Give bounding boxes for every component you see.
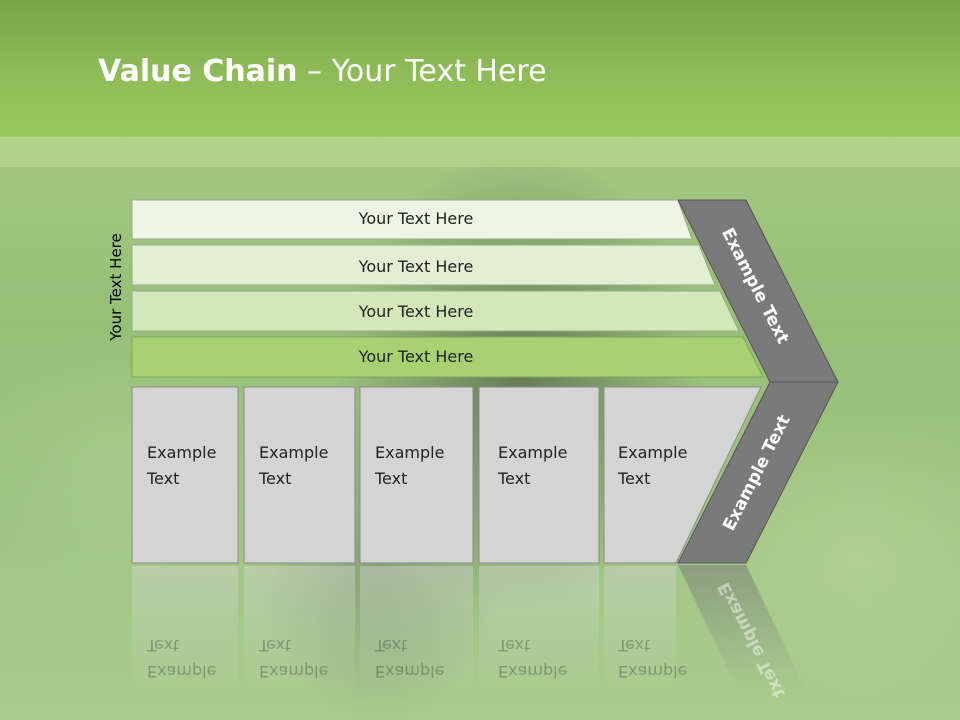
box-1-reflection (132, 566, 238, 696)
box-1-reflection-text: Example Text (147, 632, 216, 684)
box-3-reflection (360, 566, 473, 696)
box-3-line1: Example (375, 443, 445, 462)
box-3-reflection-text: Example Text (375, 632, 444, 684)
row-1-label: Your Text Here (358, 209, 474, 228)
box-4-reflection-line1: Example (498, 662, 568, 681)
box-2-reflection-line1: Example (259, 662, 329, 681)
box-5-shape (603, 386, 762, 564)
row-4-shape (131, 336, 764, 378)
chevron-reflection (678, 565, 806, 690)
title-bar (0, 0, 960, 137)
box-4-line2: Text (498, 469, 531, 488)
title-bar-strip (0, 137, 960, 167)
box-5-reflection-line1: Example (618, 662, 688, 681)
box-4-line1: Example (498, 443, 568, 462)
box-5-reflection (604, 566, 676, 696)
box-2-line1: Example (259, 443, 329, 462)
row-2-shape (131, 244, 716, 286)
box-3-shape (359, 386, 474, 564)
page-title-bold: Value Chain (98, 54, 298, 89)
box-4-reflection (479, 566, 599, 696)
box-5-line2: Text (618, 469, 651, 488)
box-5-text: Example Text (618, 440, 687, 492)
chevron-lower (677, 381, 839, 564)
box-2-reflection (244, 566, 355, 696)
box-3-reflection-line2: Text (375, 636, 408, 655)
box-1-shape (131, 386, 239, 564)
box-4-text: Example Text (498, 440, 567, 492)
box-1-text: Example Text (147, 440, 216, 492)
box-4-reflection-text: Example Text (498, 632, 567, 684)
box-2-text: Example Text (259, 440, 328, 492)
box-5-reflection-line2: Text (618, 636, 651, 655)
page-title-dash: – (297, 54, 332, 89)
box-1-reflection-line1: Example (147, 662, 217, 681)
box-4-reflection-line2: Text (498, 636, 531, 655)
box-3-reflection-line1: Example (375, 662, 445, 681)
box-1-reflection-line2: Text (147, 636, 180, 655)
box-5-line1: Example (618, 443, 688, 462)
box-1-line1: Example (147, 443, 217, 462)
box-2-reflection-text: Example Text (259, 632, 328, 684)
row-2-label: Your Text Here (358, 257, 474, 276)
page-title-rest: Your Text Here (331, 54, 547, 89)
box-2-reflection-line2: Text (259, 636, 292, 655)
row-3-label: Your Text Here (358, 302, 474, 321)
row-3-shape (131, 290, 740, 332)
row-4-label: Your Text Here (358, 347, 474, 366)
box-4-shape (478, 386, 600, 564)
page-title: Value Chain – Your Text Here (98, 54, 547, 89)
row-1-shape (131, 199, 693, 240)
box-5-reflection-text: Example Text (618, 632, 687, 684)
box-1-line2: Text (147, 469, 180, 488)
box-3-line2: Text (375, 469, 408, 488)
box-2-line2: Text (259, 469, 292, 488)
box-3-text: Example Text (375, 440, 444, 492)
box-2-shape (243, 386, 356, 564)
